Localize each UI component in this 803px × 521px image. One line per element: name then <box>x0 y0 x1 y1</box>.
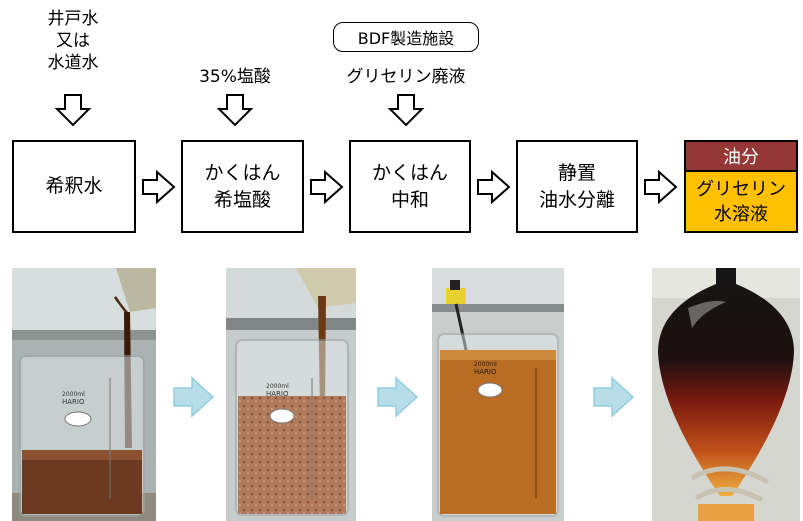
photo-neutralize: 2000ml HARIO <box>432 268 564 521</box>
step-stir-dilute-acid: かくはん 希塩酸 <box>181 140 304 233</box>
right-arrow-icon <box>310 169 344 205</box>
beaker-volume-text: 2000ml <box>474 361 497 368</box>
water-line-1: 井戸水 <box>47 9 99 29</box>
water-source-label: 井戸水 又は 水道水 <box>28 8 118 74</box>
right-arrow-icon <box>644 169 678 205</box>
step-label: 希塩酸 <box>213 188 271 211</box>
result-oil-box: 油分 <box>684 140 798 172</box>
step-label: 希釈水 <box>45 175 103 197</box>
photo-dilution: 2000ml HARIO <box>12 268 156 521</box>
water-line-2: 又は <box>56 31 90 51</box>
step-settle-separate: 静置 油水分離 <box>516 140 638 233</box>
result-glycerin-line-1: グリセリン <box>696 178 786 200</box>
result-oil-label: 油分 <box>723 147 759 168</box>
step-label: 油水分離 <box>538 188 615 211</box>
beaker-volume-text: 2000ml <box>266 383 289 390</box>
step-label: 静置 <box>557 161 596 184</box>
beaker-brand-text: HARIO <box>62 398 85 406</box>
bdf-facility-tag: BDF製造施設 <box>333 22 479 52</box>
beaker-brand-text: HARIO <box>266 390 289 398</box>
beaker-brand-text: HARIO <box>474 368 497 376</box>
result-glycerin-box: グリセリン 水溶液 <box>684 172 798 233</box>
photo-flow-arrow-icon <box>593 376 635 418</box>
down-arrow-icon <box>54 94 92 127</box>
waste-glycerin-label: グリセリン廃液 <box>346 67 466 87</box>
acid-label: 35%塩酸 <box>199 67 271 87</box>
result-glycerin-line-2: 水溶液 <box>714 203 768 225</box>
photo-stir-acid: 2000ml HARIO <box>226 268 356 521</box>
photo-flow-arrow-icon <box>377 376 419 418</box>
right-arrow-icon <box>477 169 511 205</box>
down-arrow-icon <box>216 94 254 127</box>
step-label: 中和 <box>390 188 429 211</box>
photo-separation-funnel <box>652 268 800 521</box>
down-arrow-icon <box>387 94 425 127</box>
step-stir-neutralize: かくはん 中和 <box>349 140 471 233</box>
step-label: かくはん <box>204 161 281 184</box>
step-label: かくはん <box>371 161 448 184</box>
beaker-volume-text: 2000ml <box>62 391 85 398</box>
step-dilution-water: 希釈水 <box>12 140 136 233</box>
right-arrow-icon <box>142 169 176 205</box>
photo-flow-arrow-icon <box>173 376 215 418</box>
water-line-3: 水道水 <box>47 53 99 73</box>
